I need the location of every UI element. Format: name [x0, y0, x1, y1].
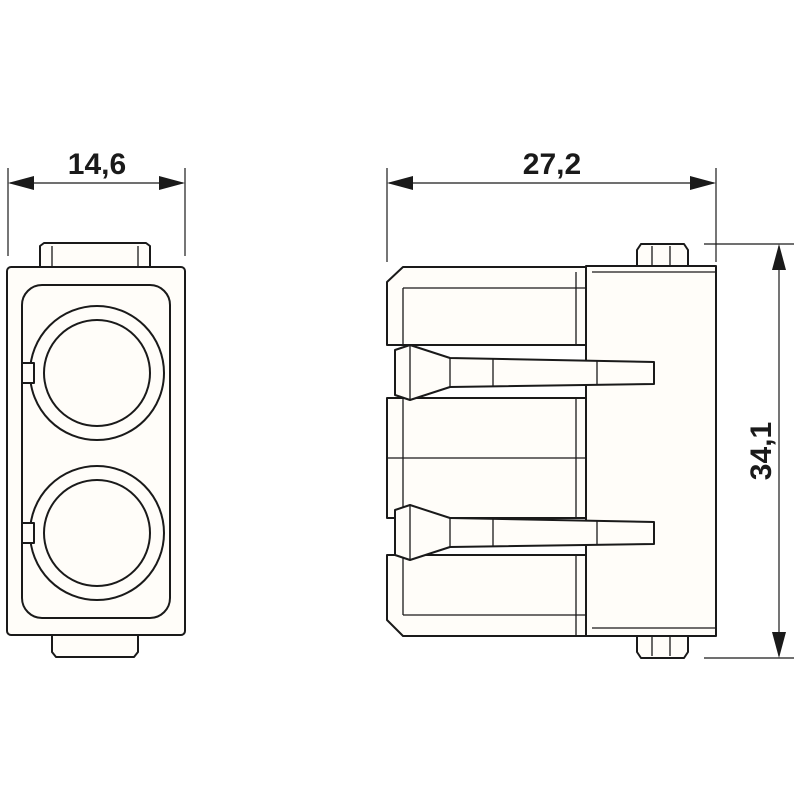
upper-socket-latch: [21, 362, 35, 384]
lower-pin-body: [394, 504, 655, 561]
upper-socket-inner-bore: [43, 319, 151, 427]
upper-contact-socket: [21, 305, 165, 441]
upper-contact-pin: [394, 344, 655, 401]
side-view: 27,2 34,1: [386, 148, 794, 659]
front-top-tab: [39, 242, 151, 268]
front-width-label: 14,6: [68, 148, 126, 181]
upper-pin-body: [394, 344, 655, 401]
side-length-arrow-left: [387, 176, 413, 190]
side-length-label: 27,2: [523, 148, 581, 181]
front-width-arrow-right: [159, 176, 185, 190]
side-bottom-clip: [636, 634, 689, 659]
front-bottom-tab: [51, 634, 139, 658]
side-upper-insert: [386, 266, 587, 346]
front-inner-recess: [21, 284, 171, 619]
front-width-arrow-left: [8, 176, 34, 190]
side-length-arrow-right: [690, 176, 716, 190]
lower-socket-latch: [21, 522, 35, 544]
front-view: 14,6: [6, 148, 186, 658]
height-label: 34,1: [745, 422, 778, 480]
height-arrow-top: [772, 244, 786, 270]
side-main-body: [585, 265, 717, 637]
lower-contact-pin: [394, 504, 655, 561]
front-housing: [6, 266, 186, 636]
side-lower-insert: [386, 554, 587, 637]
lower-socket-inner-bore: [43, 479, 151, 587]
side-top-clip: [636, 243, 689, 268]
height-arrow-bottom: [772, 632, 786, 658]
lower-contact-socket: [21, 465, 165, 601]
